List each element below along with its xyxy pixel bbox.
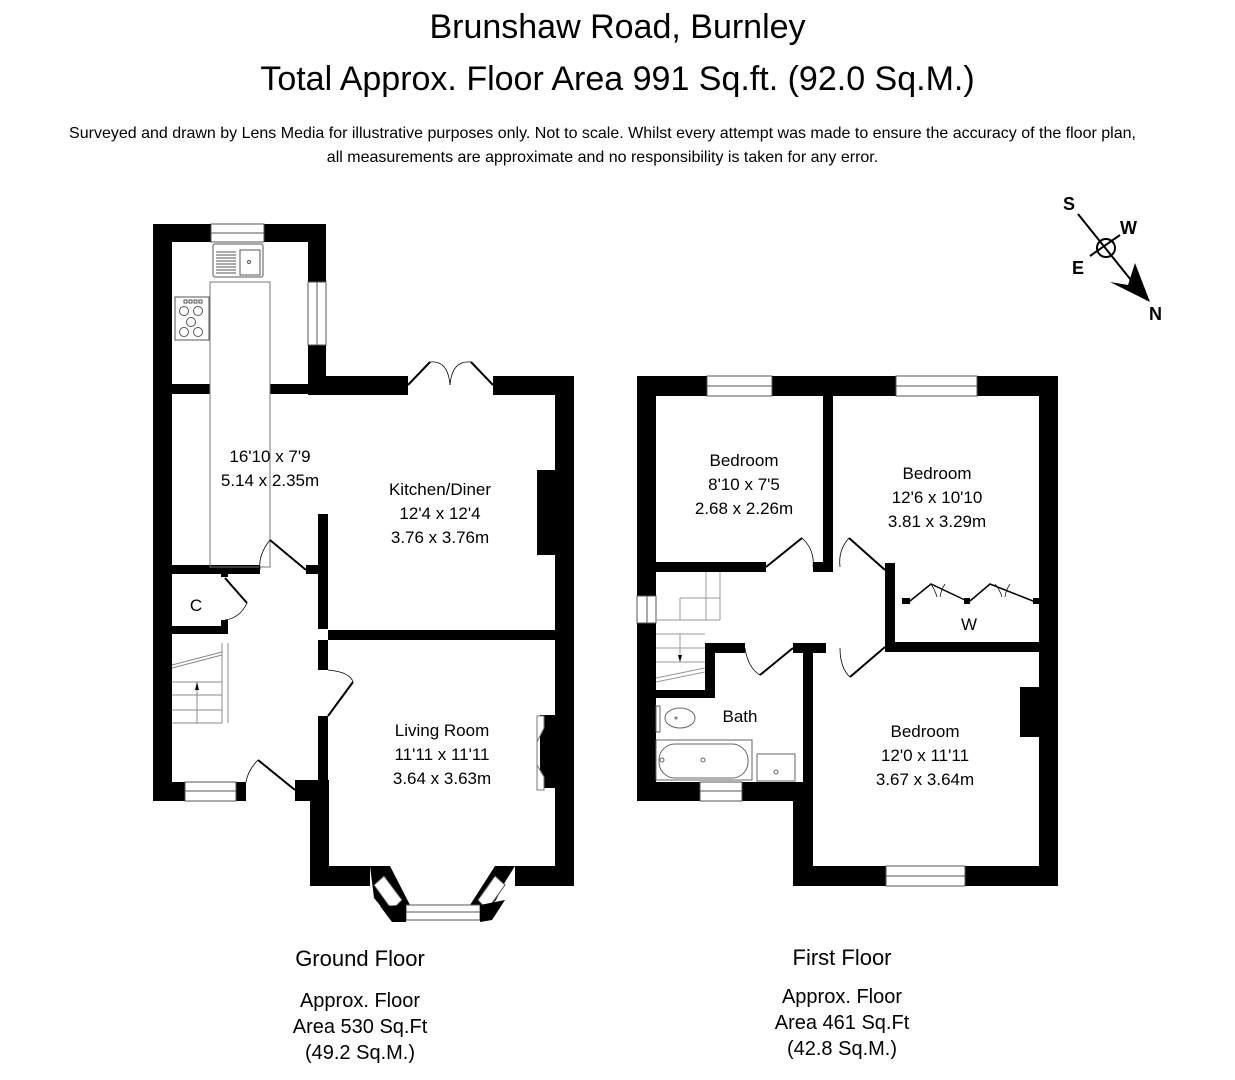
bedroom-front-imperial: 12'0 x 11'11 bbox=[881, 746, 969, 765]
first-floor-walls bbox=[637, 376, 1058, 886]
toilet-icon bbox=[655, 705, 696, 733]
living-room-imperial: 11'11 x 11'11 bbox=[394, 745, 489, 764]
compass-e: E bbox=[1072, 258, 1084, 278]
kitchen-extension-metric: 5.14 x 2.35m bbox=[221, 471, 319, 490]
total-floor-area: Total Approx. Floor Area 991 Sq.ft. (92.… bbox=[260, 60, 975, 98]
bedroom-front-metric: 3.67 x 3.64m bbox=[876, 770, 974, 789]
stairs-down-arrow-icon bbox=[678, 655, 682, 662]
ground-floor-area-line1: Approx. Floor bbox=[299, 990, 421, 1012]
ground-floor-walls bbox=[153, 224, 574, 920]
stairs-up-arrow-icon bbox=[195, 682, 199, 690]
cupboard-label: C bbox=[190, 596, 202, 615]
bedroom-small-metric: 2.68 x 2.26m bbox=[695, 499, 793, 518]
disclaimer: Surveyed and drawn by Lens Media for ill… bbox=[0, 122, 1205, 170]
living-room-metric: 3.64 x 3.63m bbox=[393, 769, 491, 788]
first-floor-windows bbox=[636, 375, 978, 887]
stairs bbox=[171, 643, 229, 724]
first-floor-area-line3: (42.8 Sq.M.) bbox=[786, 1038, 898, 1060]
first-floor-label: First Floor bbox=[792, 945, 892, 970]
ground-floor-label: Ground Floor bbox=[295, 946, 425, 971]
compass-icon: S W E N bbox=[1063, 194, 1162, 324]
first-floor-stairs bbox=[655, 572, 721, 683]
ground-floor-area-line2: Area 530 Sq.Ft bbox=[292, 1016, 428, 1038]
compass-w: W bbox=[1120, 218, 1137, 238]
kitchen-diner-imperial: 12'4 x 12'4 bbox=[399, 504, 480, 523]
ground-floor-doors bbox=[224, 361, 494, 791]
bedroom-rear-metric: 3.81 x 3.29m bbox=[888, 512, 986, 531]
hob-icon bbox=[174, 296, 210, 341]
disclaimer-line-2: all measurements are approximate and no … bbox=[326, 149, 879, 166]
sink-icon bbox=[212, 243, 264, 278]
ground-floor-plan: 16'10 x 7'9 5.14 x 2.35m Kitchen/Diner 1… bbox=[153, 223, 574, 922]
first-floor-doors bbox=[744, 537, 886, 678]
ground-floor-windows bbox=[184, 223, 481, 921]
kitchen-extension-imperial: 16'10 x 7'9 bbox=[229, 447, 310, 466]
kitchen-diner-name: Kitchen/Diner bbox=[389, 480, 491, 499]
kitchen-diner-metric: 3.76 x 3.76m bbox=[391, 528, 489, 547]
living-room-name: Living Room bbox=[395, 721, 490, 740]
first-floor-plan: Bedroom 8'10 x 7'5 2.68 x 2.26m Bedroom … bbox=[636, 375, 1058, 887]
kitchen-worktop bbox=[209, 281, 271, 568]
bath-label: Bath bbox=[723, 707, 758, 726]
wardrobe-label: W bbox=[961, 615, 977, 634]
bedroom-rear-imperial: 12'6 x 10'10 bbox=[892, 488, 983, 507]
wardrobe-doors bbox=[909, 583, 1034, 602]
first-floor-area: Approx. Floor Area 461 Sq.Ft (42.8 Sq.M.… bbox=[722, 984, 962, 1062]
bedroom-small-imperial: 8'10 x 7'5 bbox=[708, 475, 780, 494]
first-floor-area-line1: Approx. Floor bbox=[781, 986, 903, 1008]
bedroom-front-name: Bedroom bbox=[891, 722, 960, 741]
ground-floor-area: Approx. Floor Area 530 Sq.Ft (49.2 Sq.M.… bbox=[240, 988, 480, 1066]
fireplace bbox=[536, 715, 556, 791]
compass-n: N bbox=[1149, 304, 1162, 324]
bathtub-icon bbox=[655, 739, 753, 781]
bedroom-small-name: Bedroom bbox=[710, 451, 779, 470]
bedroom-rear-name: Bedroom bbox=[903, 464, 972, 483]
property-title: Brunshaw Road, Burnley bbox=[429, 8, 806, 46]
compass-s: S bbox=[1063, 194, 1075, 214]
disclaimer-line-1: Surveyed and drawn by Lens Media for ill… bbox=[69, 125, 1136, 142]
basin-icon bbox=[756, 753, 796, 782]
first-floor-area-line2: Area 461 Sq.Ft bbox=[774, 1012, 910, 1034]
ground-floor-area-line3: (49.2 Sq.M.) bbox=[304, 1042, 416, 1064]
